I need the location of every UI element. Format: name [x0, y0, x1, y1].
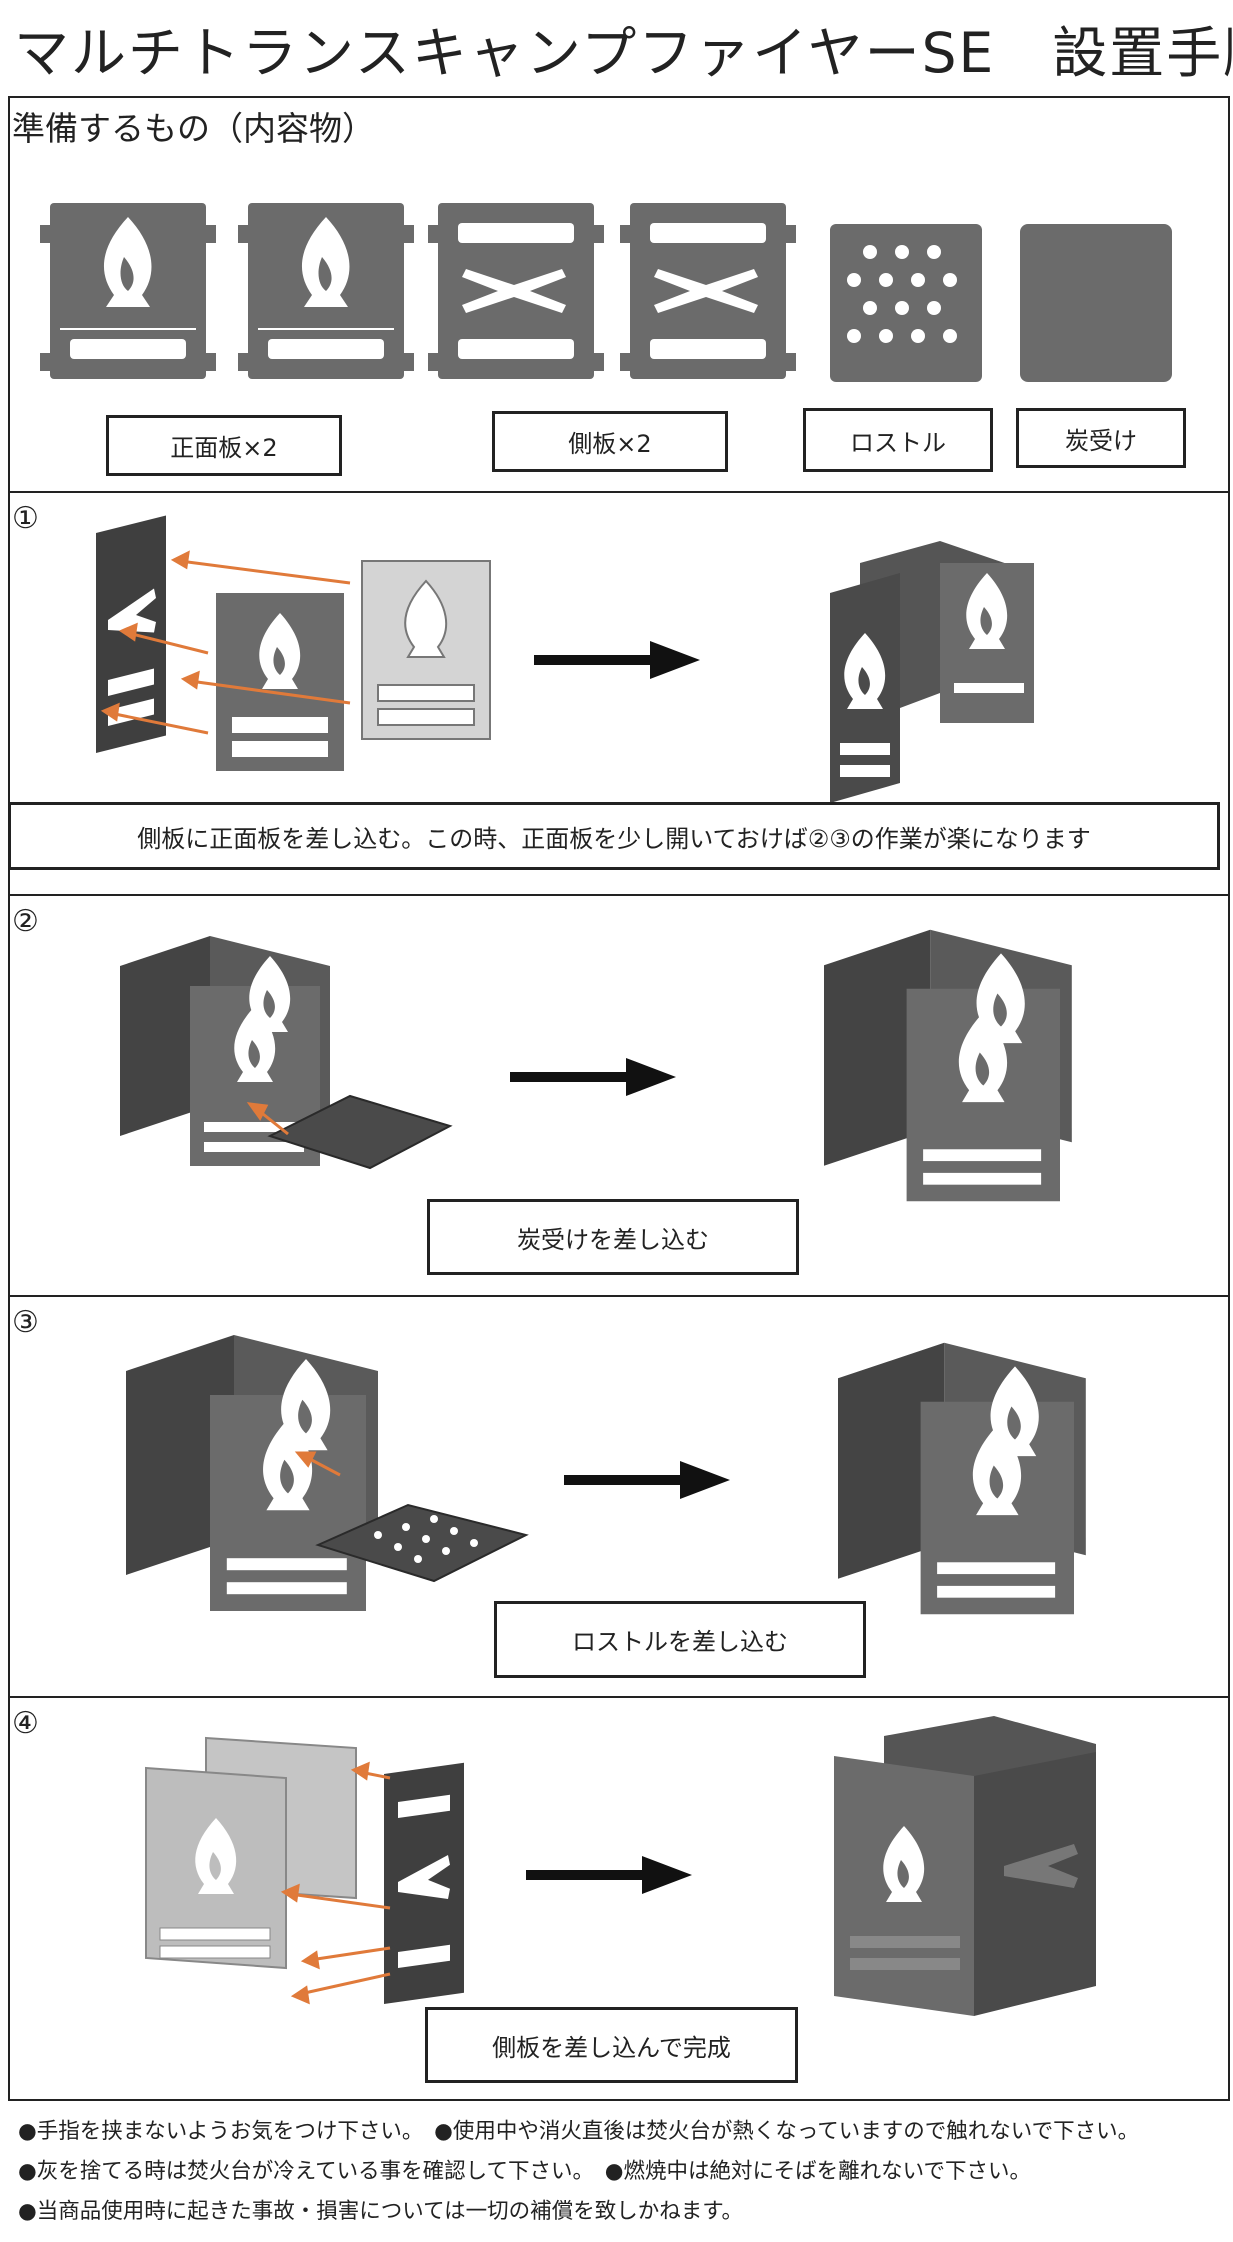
label-grate: ロストル — [803, 408, 993, 472]
step-2-black-arrow — [510, 1058, 676, 1096]
safety-notes: ●手指を挟まないようお気をつけ下さい。 ●使用中や消火直後は焚火台が熱くなってい… — [18, 2112, 1139, 2232]
contents-heading: 準備するもの（内容物） — [12, 109, 375, 148]
step-2-illustration — [10, 896, 1228, 1295]
step-1-orange-arrows — [100, 550, 351, 735]
step-1-illustration — [96, 515, 1034, 803]
step-4-number: ④ — [12, 1706, 39, 1741]
grate-plate — [830, 224, 982, 382]
side-plate-1 — [428, 203, 604, 379]
label-front-plate: 正面板×2 — [106, 415, 342, 476]
step-2-caption: 炭受けを差し込む — [427, 1199, 799, 1275]
step-3-illustration — [10, 1297, 1228, 1696]
step-3-assembled — [838, 1343, 1086, 1614]
step-4-frame-light — [145, 1736, 357, 1970]
step-4-panel: ④ — [8, 1696, 1230, 2101]
step-3-black-arrow — [564, 1461, 730, 1499]
front-plate-2 — [238, 203, 414, 379]
step-1-number: ① — [12, 501, 39, 536]
step-2-orange-arrow — [246, 1102, 289, 1136]
step-4-black-arrow — [526, 1856, 692, 1894]
step-4-side-plate — [384, 1762, 464, 2004]
note-3: ●当商品使用時に起きた事故・損害については一切の補償を致しかねます。 — [18, 2199, 744, 2224]
step-2-assembled — [824, 930, 1072, 1201]
step-4-caption: 側板を差し込んで完成 — [425, 2007, 798, 2083]
step-3-panel: ③ ロストルを差し込む — [8, 1295, 1230, 1698]
step-3-orange-arrow — [294, 1451, 341, 1477]
contents-illustration — [10, 98, 1172, 382]
side-plate-2 — [620, 203, 796, 379]
note-1: ●手指を挟まないようお気をつけ下さい。 ●使用中や消火直後は焚火台が熱くなってい… — [18, 2119, 1140, 2144]
step-2-ash-tray — [267, 1094, 453, 1170]
step-3-number: ③ — [12, 1305, 39, 1340]
step-3-grate — [315, 1503, 529, 1583]
step-1-assembled — [830, 541, 1034, 803]
step-4-orange-arrows — [280, 1761, 391, 2005]
label-side-plate: 側板×2 — [492, 411, 728, 472]
step-3-caption: ロストルを差し込む — [494, 1601, 866, 1678]
step-1-panel: ① — [8, 491, 1230, 896]
contents-panel: 準備するもの（内容物） — [8, 96, 1230, 493]
page-title: マルチトランスキャンプファイヤーSE 設置手順 — [14, 21, 1233, 85]
step-4-assembled — [834, 1716, 1096, 2016]
step-2-number: ② — [12, 904, 39, 939]
label-ash-tray: 炭受け — [1016, 408, 1186, 468]
step-2-panel: ② 炭受けを差し込む — [8, 894, 1230, 1297]
ash-tray-plate — [1020, 224, 1172, 382]
step-1-front-plate — [216, 593, 344, 771]
step-1-front-plate-light — [361, 560, 491, 740]
step-3-frame — [126, 1335, 378, 1611]
step-4-illustration — [145, 1716, 1096, 2016]
step-1-black-arrow — [534, 641, 700, 679]
note-2: ●灰を捨てる時は焚火台が冷えている事を確認して下さい。 ●燃焼中は絶対にそばを離… — [18, 2159, 1031, 2184]
step-1-caption: 側板に正面板を差し込む。この時、正面板を少し開いておけば②③の作業が楽になります — [8, 802, 1220, 870]
front-plate-1 — [40, 203, 216, 379]
